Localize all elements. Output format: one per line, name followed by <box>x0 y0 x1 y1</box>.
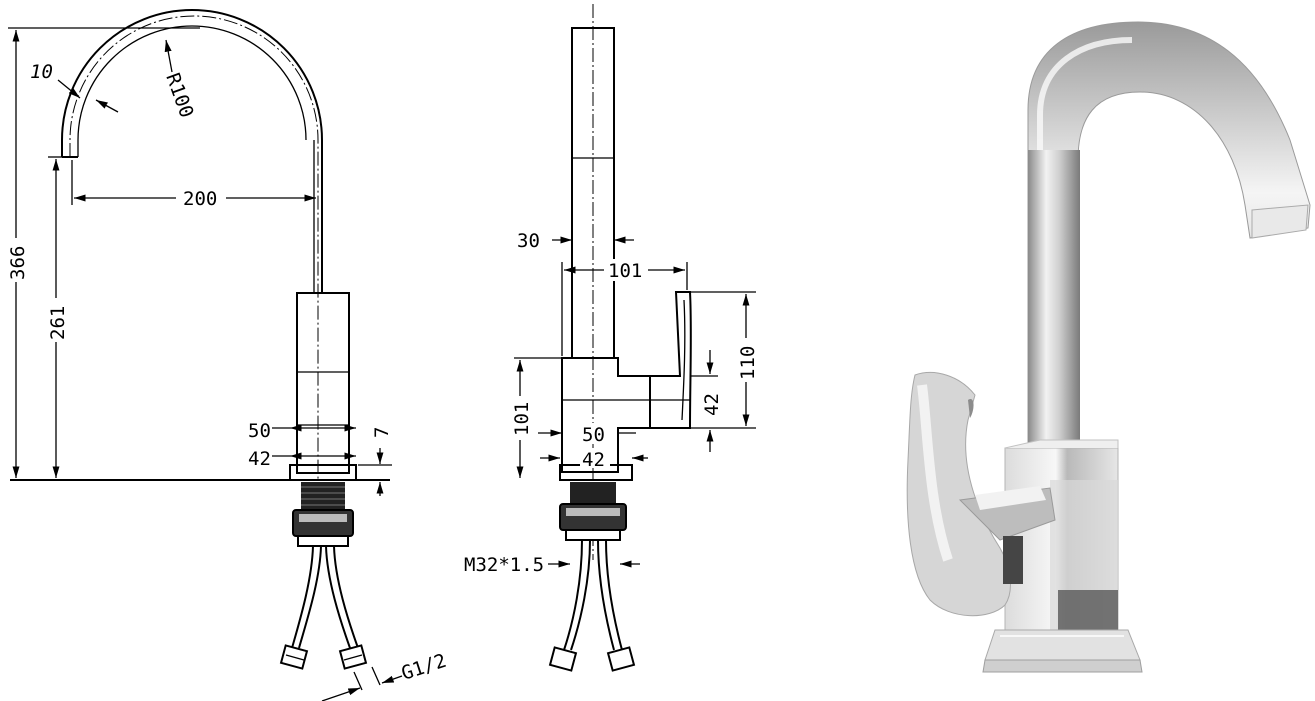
front-view: 366 261 200 10 R100 50 42 7 G1/2 <box>6 9 449 701</box>
front-spout-inner <box>77 25 307 157</box>
dim-base-width: 42 <box>248 448 271 470</box>
dim-hose-connection: G1/2 <box>399 650 449 685</box>
faucet-product-photo <box>906 21 1311 673</box>
side-hose-fitting-right <box>606 646 636 672</box>
side-hose-fitting-left <box>548 646 578 672</box>
front-hose-fitting-left <box>279 644 309 670</box>
side-hose-right <box>597 539 615 651</box>
front-hose-fitting-right <box>338 644 368 670</box>
front-hose-left <box>291 545 314 649</box>
dim-side-base-width: 42 <box>582 449 605 471</box>
dim-side-body-height: 101 <box>511 402 533 436</box>
dim-base-height: 7 <box>371 427 393 438</box>
front-spout-centerline <box>69 15 319 480</box>
front-body <box>296 292 350 474</box>
dim-bend-radius: R100 <box>161 70 197 121</box>
dim-body-width: 50 <box>248 420 271 442</box>
dim-mounting-thread: M32*1.5 <box>464 554 544 576</box>
dim-pipe-thickness: 10 <box>30 61 53 83</box>
dim-handle-height: 110 <box>737 346 759 380</box>
photo-spout <box>1027 21 1311 451</box>
side-shank <box>570 482 616 504</box>
front-spout-outer <box>61 9 323 293</box>
photo-base <box>984 629 1141 661</box>
front-hose-right <box>325 545 351 649</box>
dim-handle-reach: 101 <box>608 260 642 282</box>
front-shank <box>301 482 345 510</box>
dim-overall-height: 366 <box>7 246 29 280</box>
dim-spout-width: 30 <box>517 230 540 252</box>
side-view: 30 101 110 101 42 50 42 M3 <box>464 4 759 672</box>
dim-handle-block: 42 <box>701 393 723 416</box>
side-nut <box>559 503 627 531</box>
photo-handle-lever <box>906 372 1011 617</box>
side-hose-left <box>563 539 583 651</box>
dim-body-height: 261 <box>47 306 69 340</box>
dim-side-body-width: 50 <box>582 424 605 446</box>
dim-spout-reach: 200 <box>183 188 217 210</box>
front-nut <box>292 509 354 537</box>
